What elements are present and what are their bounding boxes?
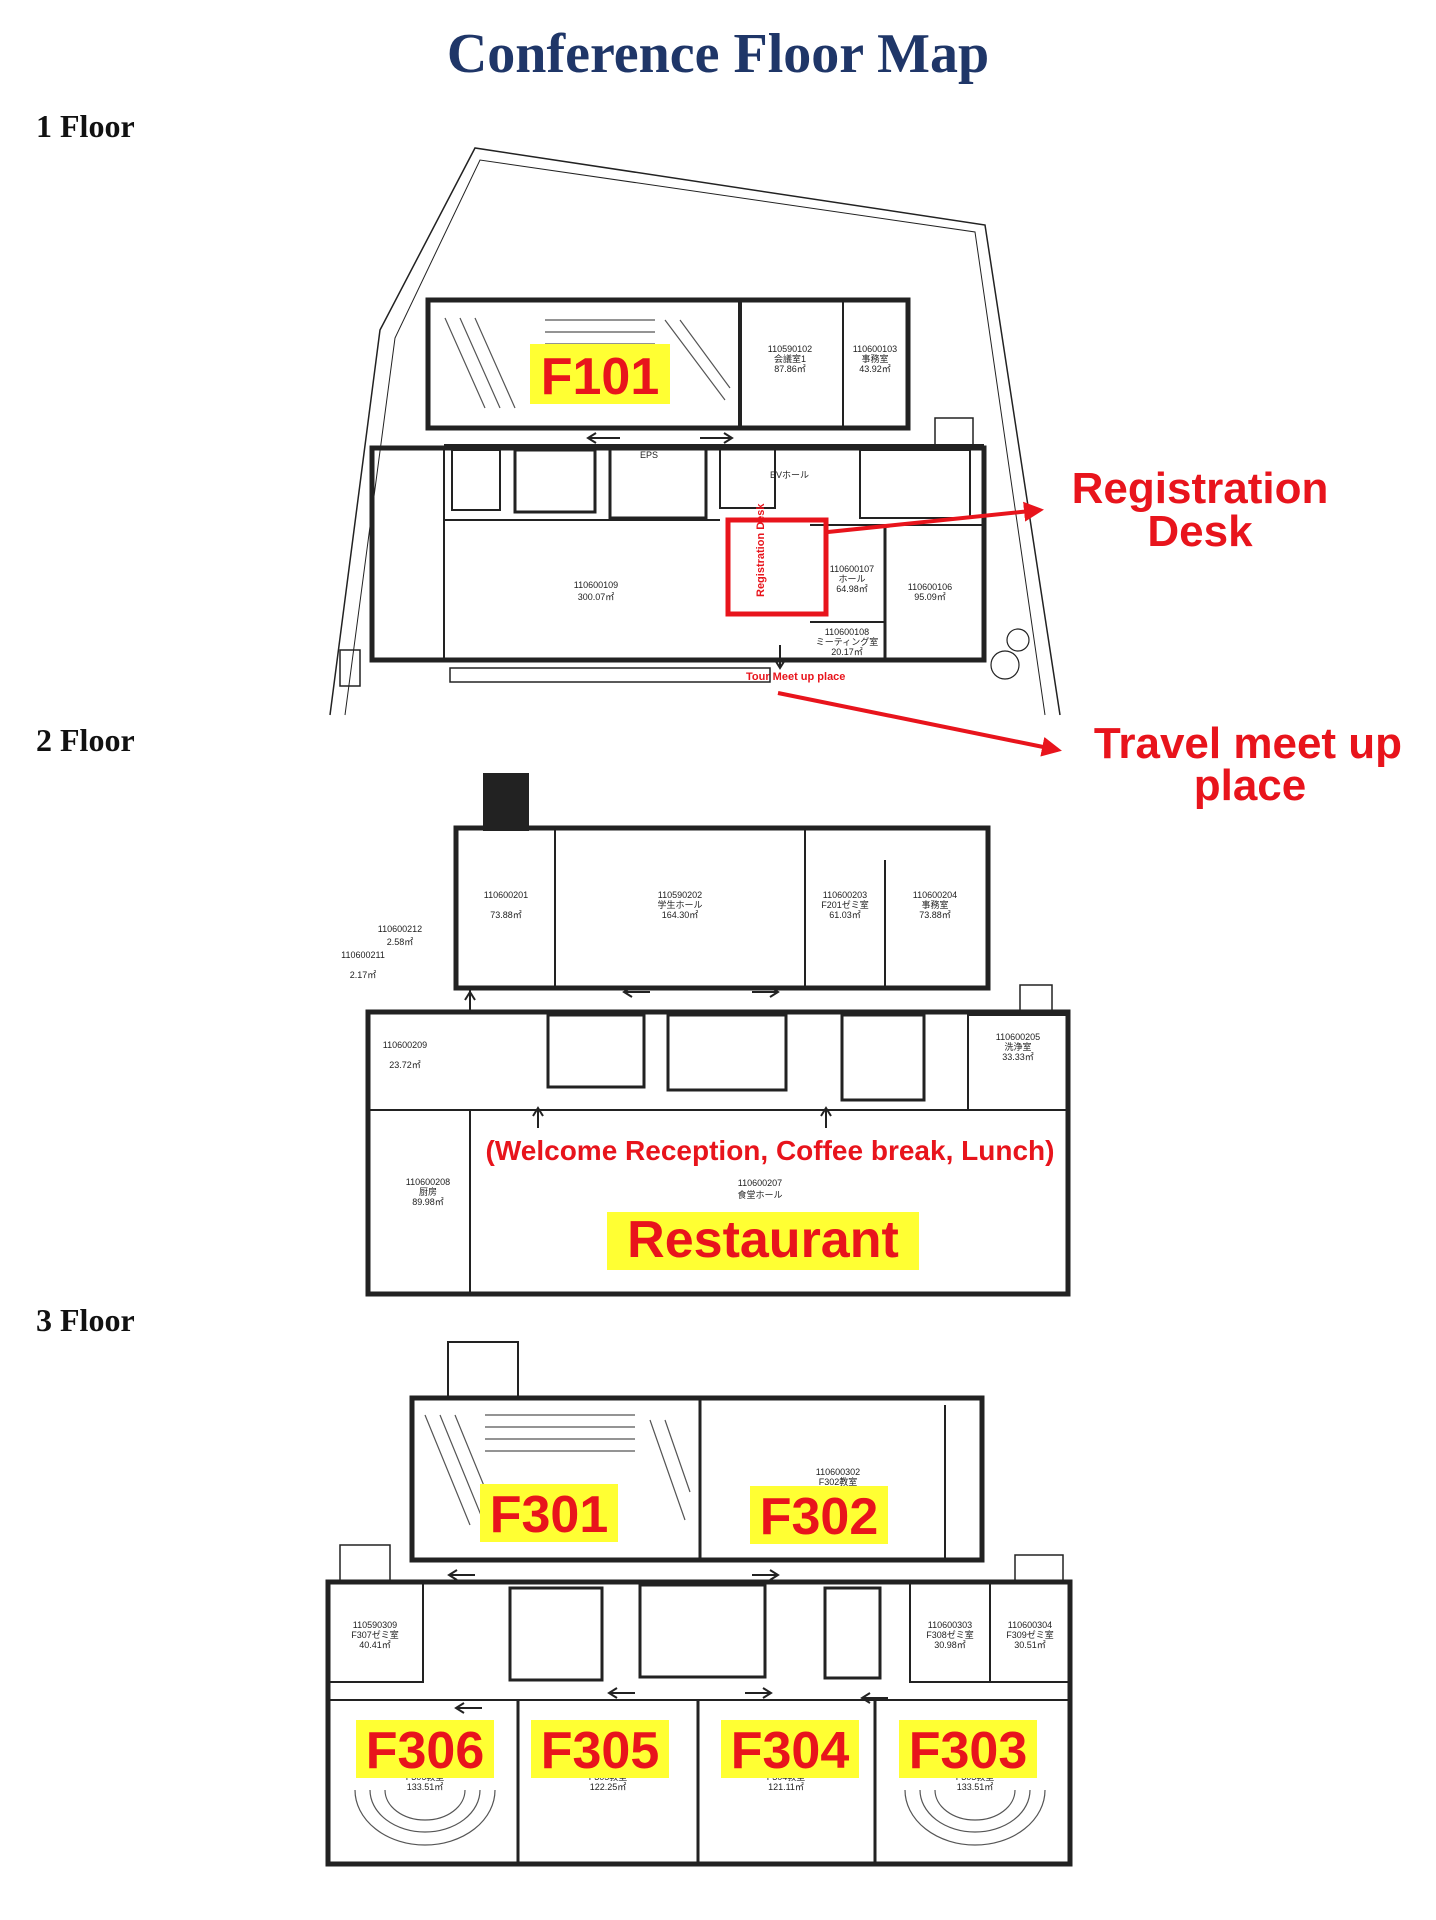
room-f305-label: F305 xyxy=(541,1722,660,1780)
f101-highlight xyxy=(530,344,670,404)
f2-room-area: 73.88㎡ xyxy=(490,910,522,920)
room-f306-label: F306 xyxy=(366,1722,485,1780)
registration-desk-marker xyxy=(725,517,829,617)
f2-room-code: 110600207 xyxy=(738,1178,782,1188)
tour-meet-up-text: Tour Meet up place xyxy=(746,671,845,683)
f3-room-area: 40.41㎡ xyxy=(359,1640,391,1650)
f1-room-code: 110600106 xyxy=(908,582,952,592)
f3-room-code: 110600304 xyxy=(1008,1620,1052,1630)
f1-room-code: 110600107 xyxy=(830,564,874,574)
travel-meetup-callout-line1: Travel meet up xyxy=(1094,719,1402,768)
f306-highlight xyxy=(356,1720,494,1778)
f3-room-name: F309ゼミ室 xyxy=(1006,1629,1054,1640)
room-f301-label: F301 xyxy=(490,1486,609,1544)
f2-room-code: 110590202 xyxy=(658,890,702,900)
f1-room-code: 110600108 xyxy=(825,627,869,637)
restaurant-label: Restaurant xyxy=(627,1211,899,1269)
registration-desk-callout-line2: Desk xyxy=(1147,507,1253,556)
f2-room-code: 110600204 xyxy=(913,890,957,900)
f2-room-area: 2.58㎡ xyxy=(387,937,414,947)
f1-room-area: 95.09㎡ xyxy=(914,592,946,602)
f2-room-area: 2.17㎡ xyxy=(350,970,377,980)
room-f304-label: F304 xyxy=(731,1722,850,1780)
f2-room-name: 学生ホール xyxy=(657,899,702,910)
f1-room-code: 110590102 xyxy=(768,344,812,354)
f1-small-label: EVホール xyxy=(770,470,809,480)
f2-room-area: 164.30㎡ xyxy=(662,910,699,920)
f1-room-name: 会議室1 xyxy=(774,353,806,364)
room-f101-label: F101 xyxy=(541,348,660,406)
f2-room-name: 厨房 xyxy=(419,1186,437,1197)
f3-room-name: F307ゼミ室 xyxy=(351,1629,399,1640)
floor-2-plan xyxy=(365,773,1071,1297)
f1-room-area: 87.86㎡ xyxy=(774,364,806,374)
floor-3-label: 3 Floor xyxy=(36,1302,135,1338)
f2-room-area: 61.03㎡ xyxy=(829,910,861,920)
f1-room-name: ホール xyxy=(838,574,865,584)
travel-meetup-callout-line2: place xyxy=(1194,761,1307,810)
floor-1-label: 1 Floor xyxy=(36,108,135,144)
f1-room-code: 110600109 xyxy=(574,580,618,590)
f3-room-name: F302教室 xyxy=(819,1476,858,1487)
f3-room-area: 133.51㎡ xyxy=(407,1782,444,1792)
f3-room-name: F308ゼミ室 xyxy=(926,1629,974,1640)
f3-room-code: 110590309 xyxy=(353,1620,397,1630)
page-title: Conference Floor Map xyxy=(446,23,990,85)
floor-1-room-text: 110590102 会議室1 87.86㎡ 110600103 事務室 43.9… xyxy=(574,344,952,657)
room-f303-label: F303 xyxy=(909,1722,1028,1780)
restaurant-event-note: (Welcome Reception, Coffee break, Lunch) xyxy=(486,1135,1055,1166)
floor-2-label: 2 Floor xyxy=(36,722,135,758)
f303-highlight xyxy=(899,1720,1037,1778)
f2-room-name: 洗浄室 xyxy=(1004,1041,1031,1052)
f3-room-code: 110600302 xyxy=(816,1467,860,1477)
f3-room-code: 110600303 xyxy=(928,1620,972,1630)
f3-room-area: 30.98㎡ xyxy=(934,1640,966,1650)
f1-small-label: EPS xyxy=(640,450,658,460)
f2-room-code: 110600208 xyxy=(406,1177,450,1187)
f2-room-code: 110600211 xyxy=(341,950,385,960)
f1-room-name: 事務室 xyxy=(861,353,888,364)
f2-room-name: 食堂ホール xyxy=(737,1189,782,1200)
f3-room-area: 30.51㎡ xyxy=(1014,1640,1046,1650)
registration-desk-marker-text: Registration Desk xyxy=(755,503,767,597)
f3-room-area: 121.11㎡ xyxy=(768,1782,804,1792)
f301-highlight xyxy=(480,1484,618,1542)
f2-room-area: 73.88㎡ xyxy=(919,910,951,920)
f2-room-code: 110600201 xyxy=(484,890,528,900)
floor-2-room-text: 110600201 73.88㎡ 110590202 学生ホール 164.30㎡… xyxy=(341,890,1040,1207)
f1-room-area: 20.17㎡ xyxy=(831,647,863,657)
f2-room-name: F201ゼミ室 xyxy=(821,899,869,910)
registration-desk-callout-line1: Registration xyxy=(1072,464,1329,513)
f1-room-code: 110600103 xyxy=(853,344,897,354)
f2-room-code: 110600203 xyxy=(823,890,867,900)
restaurant-highlight xyxy=(607,1212,919,1270)
registration-callout-arrow xyxy=(827,501,1044,534)
f1-room-area: 43.92㎡ xyxy=(859,364,891,374)
f1-room-area: 300.07㎡ xyxy=(578,592,615,602)
f2-room-area: 23.72㎡ xyxy=(389,1060,421,1070)
f1-room-name: ミーティング室 xyxy=(816,636,878,647)
f1-room-area: 64.98㎡ xyxy=(836,584,868,594)
f304-highlight xyxy=(721,1720,859,1778)
floor-1-plan xyxy=(329,147,1061,716)
f305-highlight xyxy=(531,1720,669,1778)
f302-highlight xyxy=(750,1486,888,1544)
f2-room-code: 110600212 xyxy=(378,924,422,934)
room-f302-label: F302 xyxy=(760,1488,879,1546)
f3-room-area: 122.25㎡ xyxy=(590,1782,627,1792)
f3-room-area: 133.51㎡ xyxy=(957,1782,994,1792)
f2-room-code: 110600205 xyxy=(996,1032,1040,1042)
f2-room-code: 110600209 xyxy=(383,1040,427,1050)
f2-room-area: 33.33㎡ xyxy=(1002,1052,1034,1062)
f2-room-name: 事務室 xyxy=(921,899,948,910)
travel-callout-arrow xyxy=(777,691,1062,757)
f2-room-area: 89.98㎡ xyxy=(412,1197,444,1207)
floor-3-plan xyxy=(325,1341,1073,1867)
